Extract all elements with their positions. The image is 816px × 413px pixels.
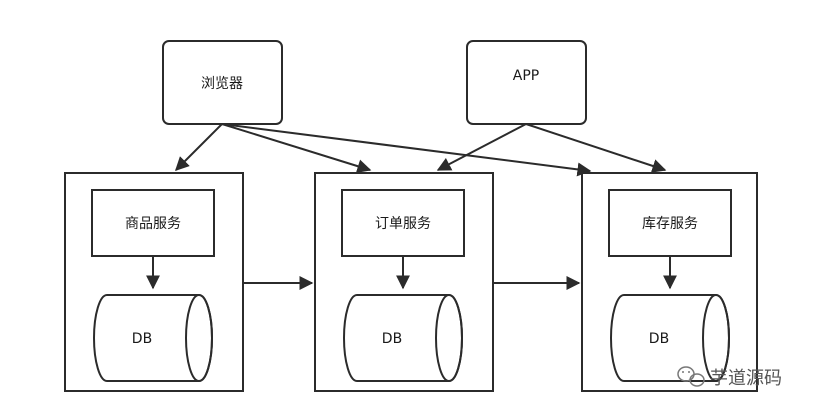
db-label-1: DB [132,331,152,347]
wechat-icon [677,366,705,387]
product-service-box [91,189,215,257]
db-label-3: DB [649,331,669,347]
watermark: 芋道源码 [677,366,782,389]
inventory-service-container: 库存服务 DB [581,172,758,392]
inventory-service-label: 库存服务 [642,216,698,232]
db-cylinder-2 [343,294,463,382]
app-node: APP [466,40,587,125]
watermark-text: 芋道源码 [710,368,782,389]
order-service-container: 订单服务 DB [314,172,494,392]
browser-label: 浏览器 [201,76,243,92]
client-arrows [175,123,667,177]
browser-node: 浏览器 [162,40,283,125]
browser-to-inventory-arrow [221,123,592,177]
db-cylinder-3 [610,294,730,382]
app-to-inventory-arrow [525,123,667,173]
product-service-container: 商品服务 DB [64,172,244,392]
order-service-box [341,189,465,257]
browser-to-order-arrow [221,123,372,173]
order-service-label: 订单服务 [375,216,431,232]
db-label-2: DB [382,331,402,347]
app-label: APP [513,68,539,84]
db-cylinder-1 [93,294,213,382]
browser-to-product-arrow [175,123,223,171]
product-service-label: 商品服务 [125,216,181,232]
app-to-order-arrow [436,123,527,171]
